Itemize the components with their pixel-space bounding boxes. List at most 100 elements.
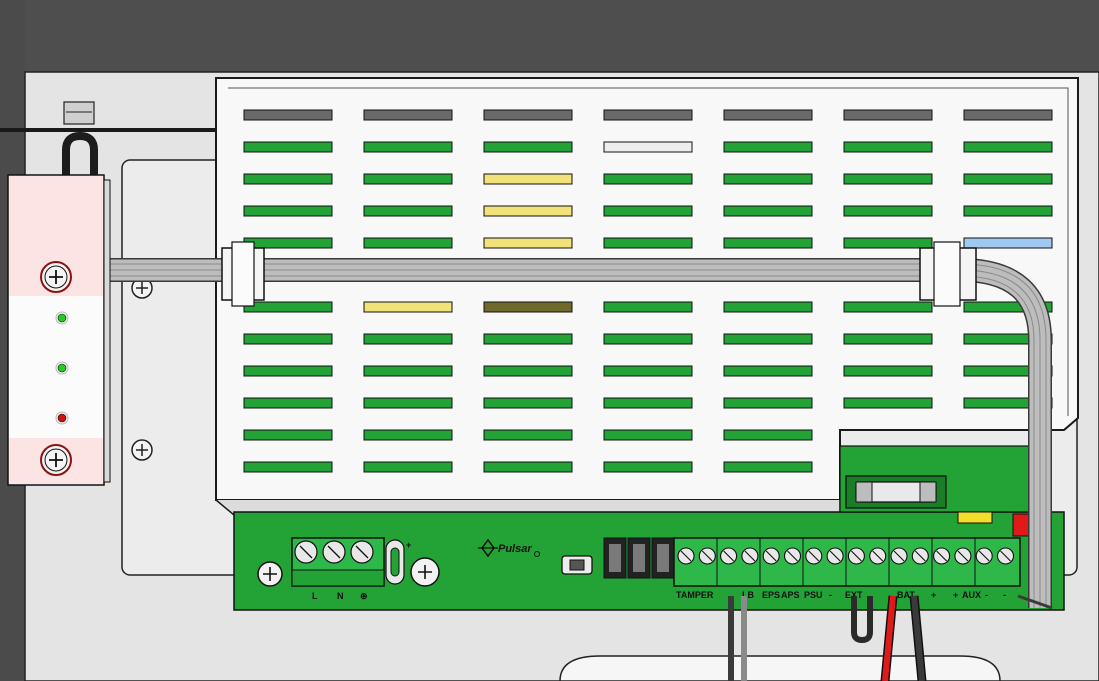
terminal-screw-slot bbox=[851, 550, 862, 562]
terminal-screw-slot bbox=[829, 550, 841, 562]
vent-slot bbox=[843, 173, 933, 185]
terminal-label: - bbox=[985, 590, 988, 600]
vent-slot bbox=[603, 333, 693, 345]
terminal-label: TAMPER bbox=[676, 590, 714, 600]
vent-slot bbox=[843, 109, 933, 121]
vent-slot bbox=[843, 301, 933, 313]
vent-slot bbox=[723, 301, 813, 313]
indicator-led bbox=[57, 313, 67, 323]
vent-slot bbox=[603, 141, 693, 153]
vent-slot bbox=[243, 397, 333, 409]
led-group bbox=[55, 311, 69, 425]
vent-slot bbox=[363, 237, 453, 249]
wire-loop-ext bbox=[851, 596, 873, 644]
terminal-label: - bbox=[829, 590, 832, 600]
yellow-component bbox=[957, 511, 993, 524]
panel-screw-bottom bbox=[40, 444, 72, 476]
vent-slot bbox=[843, 205, 933, 217]
terminal-screw-slot bbox=[957, 550, 969, 562]
vent-slot bbox=[363, 397, 453, 409]
terminal-screw-slot bbox=[744, 550, 756, 562]
vent-slot bbox=[723, 365, 813, 377]
terminal-screw-slot bbox=[872, 550, 884, 562]
ventilation-slots bbox=[243, 109, 1053, 473]
vent-slot bbox=[243, 301, 333, 313]
terminal-label: APS bbox=[781, 590, 800, 600]
vent-slot bbox=[483, 141, 573, 153]
vent-slot bbox=[603, 237, 693, 249]
mains-label-earth: ⊕ bbox=[360, 591, 368, 601]
bottom-cable-opening bbox=[559, 655, 1001, 681]
vent-slot bbox=[723, 429, 813, 441]
terminal-label: LB bbox=[742, 590, 754, 600]
vent-slot bbox=[723, 173, 813, 185]
vent-slot bbox=[603, 461, 693, 473]
vent-slot bbox=[483, 397, 573, 409]
tamper-switch bbox=[561, 555, 593, 575]
vent-slot bbox=[843, 141, 933, 153]
vent-slot bbox=[483, 301, 573, 313]
vent-slot bbox=[243, 173, 333, 185]
vent-slot bbox=[363, 205, 453, 217]
jumper-headers bbox=[603, 537, 675, 579]
mounting-screw bbox=[131, 439, 153, 461]
terminal-screw-slot bbox=[765, 550, 777, 562]
vent-slot bbox=[483, 237, 573, 249]
vent-slot bbox=[363, 461, 453, 473]
terminal-label: + bbox=[931, 590, 936, 600]
vent-slot bbox=[243, 141, 333, 153]
terminal-screw-slot bbox=[808, 550, 820, 562]
terminal-label: EXT bbox=[845, 590, 863, 600]
terminal-label: PSU bbox=[804, 590, 823, 600]
vent-slot bbox=[243, 365, 333, 377]
vent-slot bbox=[723, 237, 813, 249]
vent-slot bbox=[243, 429, 333, 441]
vent-slot bbox=[723, 109, 813, 121]
cable-clip bbox=[63, 101, 95, 125]
terminal-screw-slot bbox=[893, 550, 905, 562]
vent-slot bbox=[483, 365, 573, 377]
vent-slot bbox=[243, 333, 333, 345]
vent-slot bbox=[723, 397, 813, 409]
vent-slot bbox=[363, 301, 453, 313]
terminal-screw-slot bbox=[936, 550, 947, 562]
vent-slot bbox=[963, 173, 1053, 185]
vent-slot bbox=[483, 429, 573, 441]
svg-text:Pulsar: Pulsar bbox=[498, 543, 532, 555]
vent-slot bbox=[963, 141, 1053, 153]
vent-slot bbox=[363, 333, 453, 345]
vent-slot bbox=[723, 141, 813, 153]
vent-slot bbox=[243, 461, 333, 473]
terminal-screw-slot bbox=[914, 550, 926, 562]
mounting-screw bbox=[131, 277, 153, 299]
terminal-screw-slot bbox=[680, 550, 692, 562]
vent-slot bbox=[723, 205, 813, 217]
terminal-label: BAT bbox=[897, 590, 915, 600]
vent-slot bbox=[963, 109, 1053, 121]
terminal-label: EPS bbox=[762, 590, 780, 600]
vent-slot bbox=[603, 397, 693, 409]
vent-slot bbox=[483, 205, 573, 217]
vent-slot bbox=[483, 333, 573, 345]
vent-slot bbox=[843, 333, 933, 345]
cable-clamp bbox=[919, 241, 977, 307]
vent-slot bbox=[243, 205, 333, 217]
vent-slot bbox=[483, 461, 573, 473]
panel-screw-top bbox=[40, 261, 72, 293]
vent-slot bbox=[843, 237, 933, 249]
pcb-screw bbox=[257, 561, 283, 587]
vent-slot bbox=[603, 109, 693, 121]
terminal-screw-slot bbox=[787, 550, 798, 562]
wire-loop bbox=[62, 131, 98, 175]
svg-text:+: + bbox=[406, 540, 411, 550]
vent-slot bbox=[963, 301, 1053, 313]
vent-slot bbox=[363, 173, 453, 185]
terminal-screw-slot bbox=[701, 550, 713, 562]
mains-label-l: L bbox=[312, 591, 318, 601]
vent-slot bbox=[603, 365, 693, 377]
vent-slot bbox=[963, 205, 1053, 217]
cable-clamp bbox=[221, 241, 265, 307]
fuse-holder bbox=[845, 475, 947, 509]
vent-slot bbox=[483, 173, 573, 185]
